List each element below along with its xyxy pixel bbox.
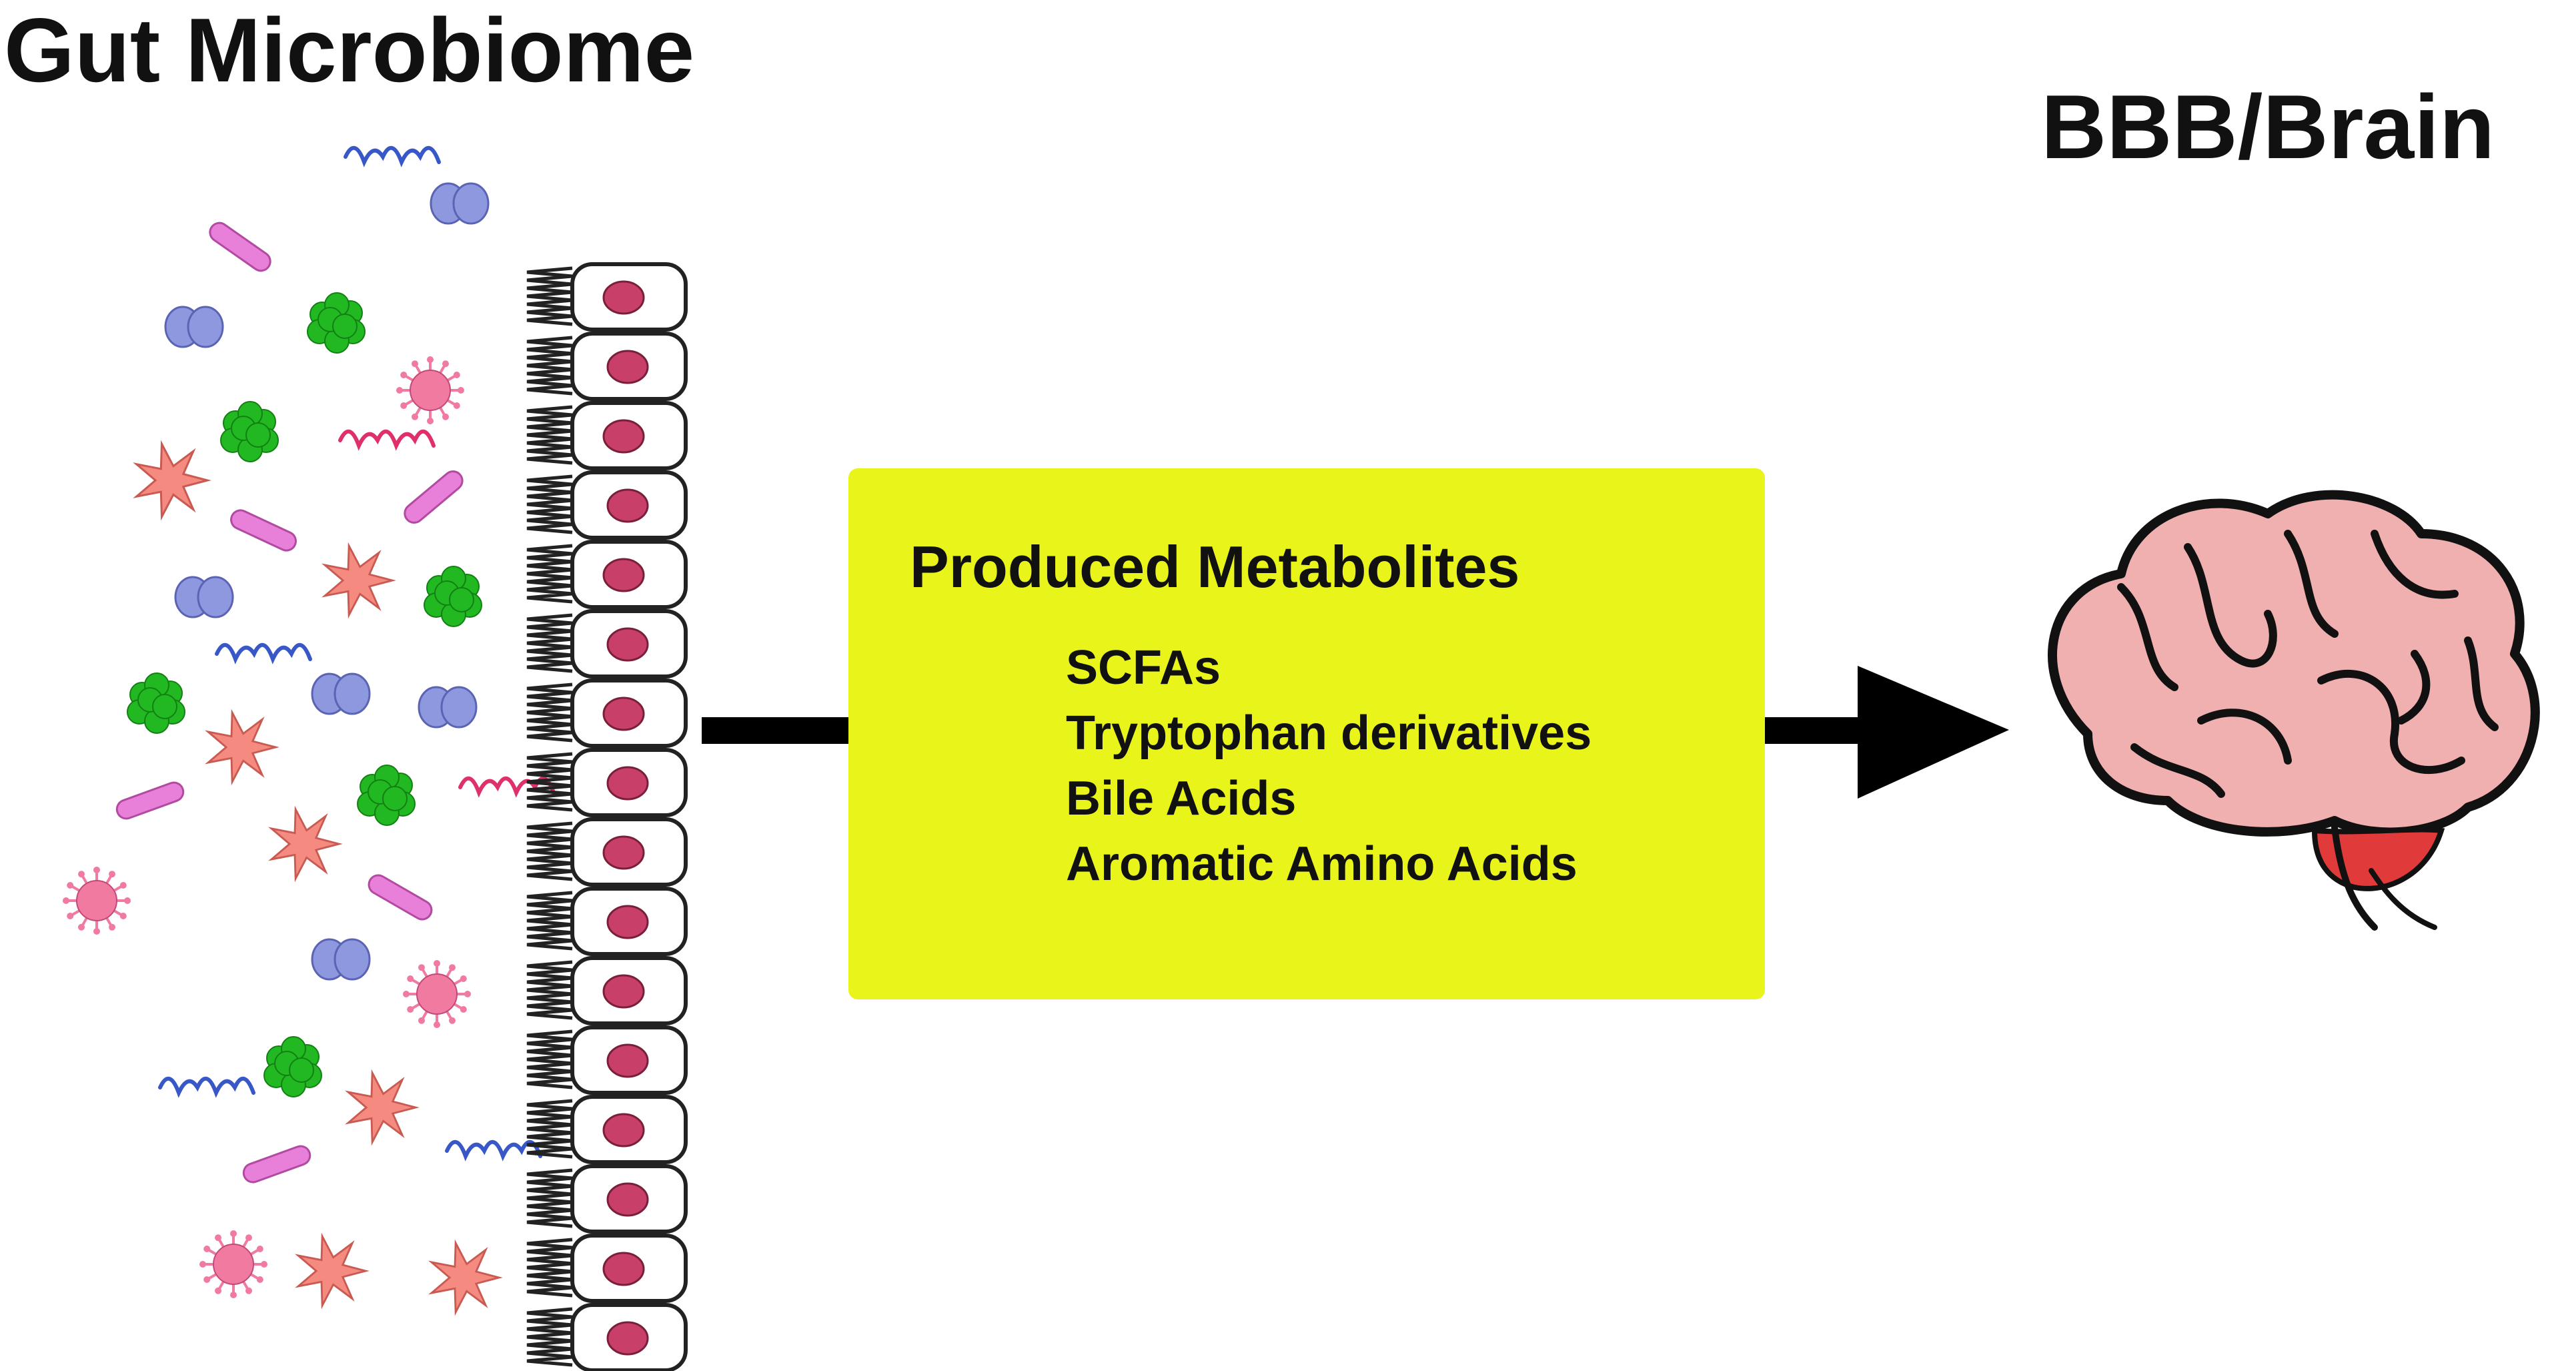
- star-microbe-icon: [321, 542, 396, 619]
- virus-icon: [396, 356, 464, 424]
- brain-fold: [2464, 636, 2499, 731]
- gut-epithelium: [526, 262, 688, 1371]
- epithelial-cell-icon: [526, 262, 688, 332]
- epithelial-cell-icon: [526, 1303, 688, 1371]
- brain-fold: [2197, 709, 2292, 765]
- star-microbe-icon: [428, 1239, 503, 1316]
- diplococcus-icon: [164, 306, 224, 348]
- diplococcus-icon: [430, 182, 490, 225]
- green-cluster-icon: [307, 292, 366, 354]
- brain-icon: [2048, 490, 2540, 931]
- brain-fold: [2317, 670, 2465, 774]
- diplococcus-icon: [418, 686, 478, 729]
- virus-icon: [63, 867, 131, 935]
- flow-arrows: [702, 666, 2009, 799]
- epithelial-cell-icon: [526, 678, 688, 748]
- epithelial-cell-icon: [526, 817, 688, 887]
- green-cluster-icon: [263, 1036, 322, 1097]
- rod-bacterium-icon: [368, 874, 433, 921]
- green-cluster-icon: [127, 672, 185, 734]
- metabolite-item-aromatic-amino-acids: Aromatic Amino Acids: [1066, 837, 1577, 891]
- metabolite-item-bile-acids: Bile Acids: [1066, 772, 1297, 825]
- spirochete-icon: [445, 1140, 542, 1162]
- metabolite-item-scfas: SCFAs: [1066, 641, 1221, 695]
- brain-stem-line: [2369, 868, 2437, 930]
- star-microbe-icon: [267, 805, 343, 883]
- epithelial-cell-icon: [526, 540, 688, 609]
- metabolite-item-tryptophan: Tryptophan derivatives: [1066, 707, 1592, 760]
- epithelial-cell-icon: [526, 1234, 688, 1303]
- spirochete-icon: [158, 1077, 255, 1098]
- arrow-shaft-left: [702, 717, 850, 744]
- epithelial-cell-icon: [526, 470, 688, 540]
- gut-microbiome-title: Gut Microbiome: [4, 0, 695, 101]
- spirochete-icon: [344, 146, 441, 167]
- metabolites-list: SCFAs Tryptophan derivatives Bile Acids …: [1066, 635, 1591, 897]
- green-cluster-icon: [220, 401, 279, 462]
- diplococcus-icon: [311, 672, 371, 715]
- epithelial-cell-icon: [526, 887, 688, 956]
- star-microbe-icon: [133, 440, 211, 521]
- spirochete-icon: [338, 430, 436, 451]
- metabolites-heading: Produced Metabolites: [910, 534, 1520, 600]
- rod-bacterium-icon: [115, 781, 185, 820]
- virus-icon: [403, 960, 471, 1028]
- brain-hemisphere: [2048, 490, 2540, 837]
- arrow-icon: [1858, 666, 2009, 799]
- brain-fold: [2184, 543, 2277, 668]
- brain-fold: [2284, 530, 2339, 638]
- green-cluster-icon: [424, 566, 482, 627]
- microbe-field: [63, 146, 556, 1316]
- rod-bacterium-icon: [242, 1145, 311, 1184]
- produced-metabolites-box: Produced Metabolites SCFAs Tryptophan de…: [848, 468, 1765, 999]
- star-microbe-icon: [204, 709, 279, 786]
- bbb-brain-title: BBB/Brain: [2041, 76, 2495, 177]
- brain-stem: [2331, 824, 2378, 931]
- brain-fold: [2117, 583, 2178, 691]
- rod-bacterium-icon: [404, 470, 464, 524]
- epithelial-cell-icon: [526, 1164, 688, 1234]
- star-microbe-icon: [344, 1069, 420, 1146]
- virus-icon: [199, 1230, 267, 1298]
- green-cluster-icon: [357, 765, 416, 826]
- brain-fold: [2130, 743, 2225, 798]
- diplococcus-icon: [311, 938, 371, 981]
- spirochete-icon: [215, 643, 312, 664]
- diplococcus-icon: [174, 576, 234, 618]
- epithelial-cell-icon: [526, 1025, 688, 1095]
- epithelial-cell-icon: [526, 956, 688, 1025]
- epithelial-cell-icon: [526, 332, 688, 401]
- rod-bacterium-icon: [230, 509, 297, 552]
- star-microbe-icon: [294, 1232, 370, 1310]
- epithelial-cell-icon: [526, 609, 688, 678]
- rod-bacterium-icon: [209, 221, 271, 272]
- brain-fold: [2397, 650, 2431, 725]
- arrow-shaft-right: [1764, 717, 1864, 744]
- brain-fold: [2371, 530, 2459, 599]
- epithelial-cell-icon: [526, 401, 688, 470]
- epithelial-cell-icon: [526, 748, 688, 817]
- epithelial-cell-icon: [526, 1095, 688, 1164]
